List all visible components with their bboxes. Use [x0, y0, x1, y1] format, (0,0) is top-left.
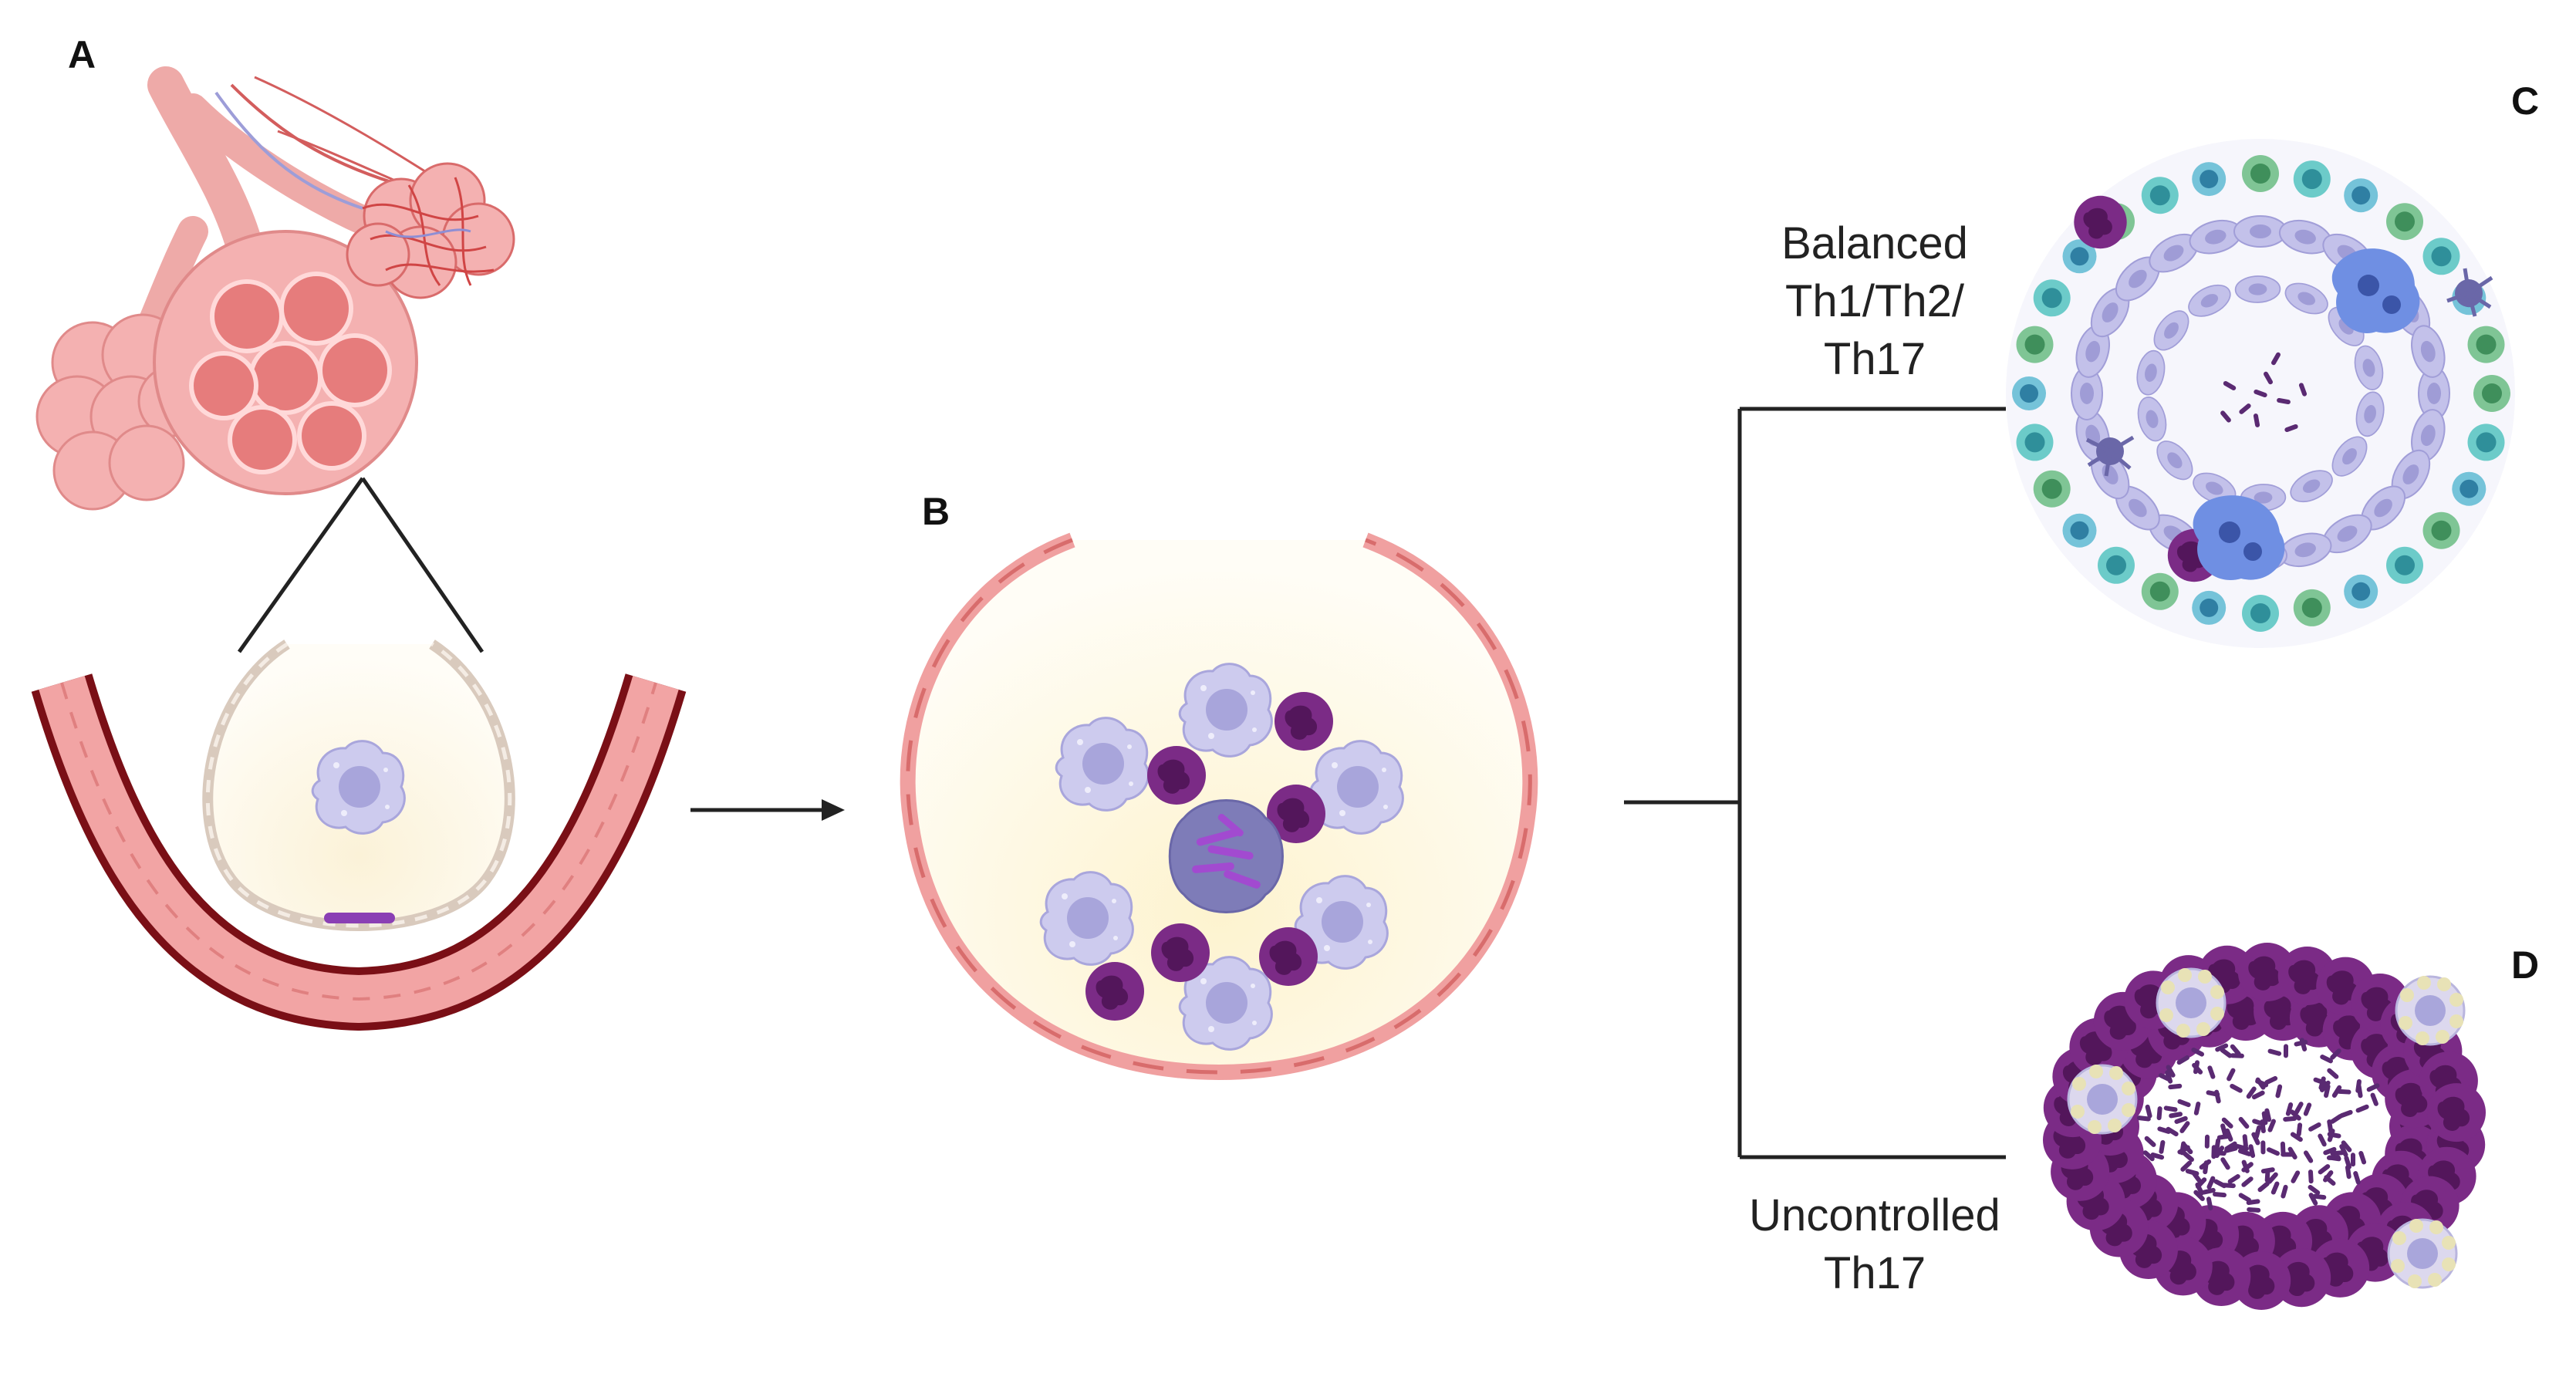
panel-b: B [900, 490, 1538, 1081]
lymphocyte [2098, 546, 2135, 584]
mycobacterium [2283, 1044, 2289, 1058]
panel-a-label: A [68, 33, 96, 76]
foamy-macrophage [2387, 1217, 2458, 1290]
macrophage [1055, 717, 1150, 812]
alveolar-sac-left [35, 313, 210, 511]
mycobacterium [2204, 1134, 2210, 1149]
foamy-macrophage [2067, 1063, 2138, 1136]
mycobacterium [2326, 1155, 2341, 1160]
mycobacterium [2260, 1140, 2266, 1155]
uncontrolled-granuloma [2043, 943, 2486, 1310]
progression-arrow [690, 799, 845, 821]
branch-upper-line-2: Th1/Th2/ [1785, 276, 1965, 326]
neutrophil [1259, 927, 1318, 986]
foamy-macrophage [2156, 967, 2227, 1039]
bronchiole-tree [123, 66, 495, 370]
dendritic-cell [2085, 435, 2135, 477]
lymphocyte [2062, 513, 2097, 548]
lymphocyte [2386, 203, 2423, 241]
lymphocyte [2141, 177, 2179, 214]
multinucleated-giant-cell [2331, 248, 2420, 333]
branch-upper-line-1: Balanced [1781, 218, 1968, 268]
mycobacterium [2280, 1141, 2286, 1156]
neutrophil [1085, 962, 1144, 1021]
infected-macrophage [1168, 799, 1284, 913]
panel-c-label: C [2511, 79, 2539, 123]
branch-label-uncontrolled: Uncontrolled Th17 [1749, 1190, 2000, 1298]
zoom-line-left [237, 477, 365, 653]
lymphocyte [2141, 572, 2179, 610]
mycobacterium [2350, 1153, 2356, 1167]
lymphocyte [2192, 590, 2227, 625]
lymphocyte [2242, 595, 2279, 632]
panel-c: C [2006, 79, 2539, 648]
lymphocyte [2344, 178, 2378, 213]
neutrophil [1151, 923, 1210, 982]
panel-a: A [31, 33, 845, 1031]
lymphocyte [2467, 326, 2505, 363]
lymphocyte [2473, 375, 2510, 412]
panel-b-label: B [922, 490, 950, 533]
lymphocyte [2467, 424, 2505, 461]
lymphocyte [2386, 546, 2423, 584]
lymphocyte [2422, 238, 2460, 275]
zoom-line-right [360, 477, 484, 653]
macrophage [2234, 275, 2281, 304]
alveolus [202, 640, 515, 931]
multinucleated-giant-cell [2193, 495, 2285, 580]
lymphocyte [2192, 162, 2227, 197]
alveolar-sac-section [153, 230, 418, 495]
lymphocyte [2344, 574, 2378, 609]
panel-d: D [2043, 943, 2539, 1310]
mycobacterium [2230, 1053, 2245, 1058]
lymphocyte [2242, 155, 2279, 192]
lymphocyte [2016, 326, 2054, 363]
alveolar-macrophage [311, 740, 406, 835]
branch-upper-line-3: Th17 [1824, 334, 1926, 384]
mycobacterium [2308, 1169, 2314, 1184]
neutrophil [2074, 195, 2127, 249]
lymphocyte [2293, 160, 2331, 198]
lymphocyte [2293, 589, 2331, 626]
mycobacterium [324, 913, 395, 923]
branch-lower-line-1: Uncontrolled [1749, 1190, 2000, 1240]
alveolar-sac-capillary [346, 162, 515, 299]
branch-label-balanced: Balanced Th1/Th2/ Th17 [1781, 218, 1968, 384]
neutrophil [1147, 746, 1206, 805]
alveolus-early-granuloma [900, 532, 1538, 1081]
lymphocyte [2033, 470, 2071, 508]
lymphocyte [2422, 511, 2460, 549]
macrophage [1178, 663, 1273, 758]
dendritic-cell [2446, 268, 2493, 317]
branch-connector [1624, 407, 2006, 1159]
panel-d-label: D [2511, 943, 2539, 987]
macrophage [1039, 871, 1134, 966]
lymphocyte [2452, 471, 2487, 506]
capillary-vessel [31, 673, 687, 1031]
foamy-macrophage [2395, 974, 2466, 1047]
mycobacterium [2221, 1183, 2237, 1189]
neutrophil [1274, 692, 1333, 751]
branch-lower-line-2: Th17 [1824, 1248, 1926, 1298]
lymphocyte [2012, 376, 2046, 410]
lymphocyte [2033, 279, 2071, 317]
neutrophil [2427, 1083, 2486, 1142]
controlled-granuloma [2006, 139, 2515, 648]
epithelioid-macrophage [2233, 215, 2287, 248]
lymphocyte [2016, 424, 2054, 461]
mycobacterium [2337, 1088, 2351, 1095]
